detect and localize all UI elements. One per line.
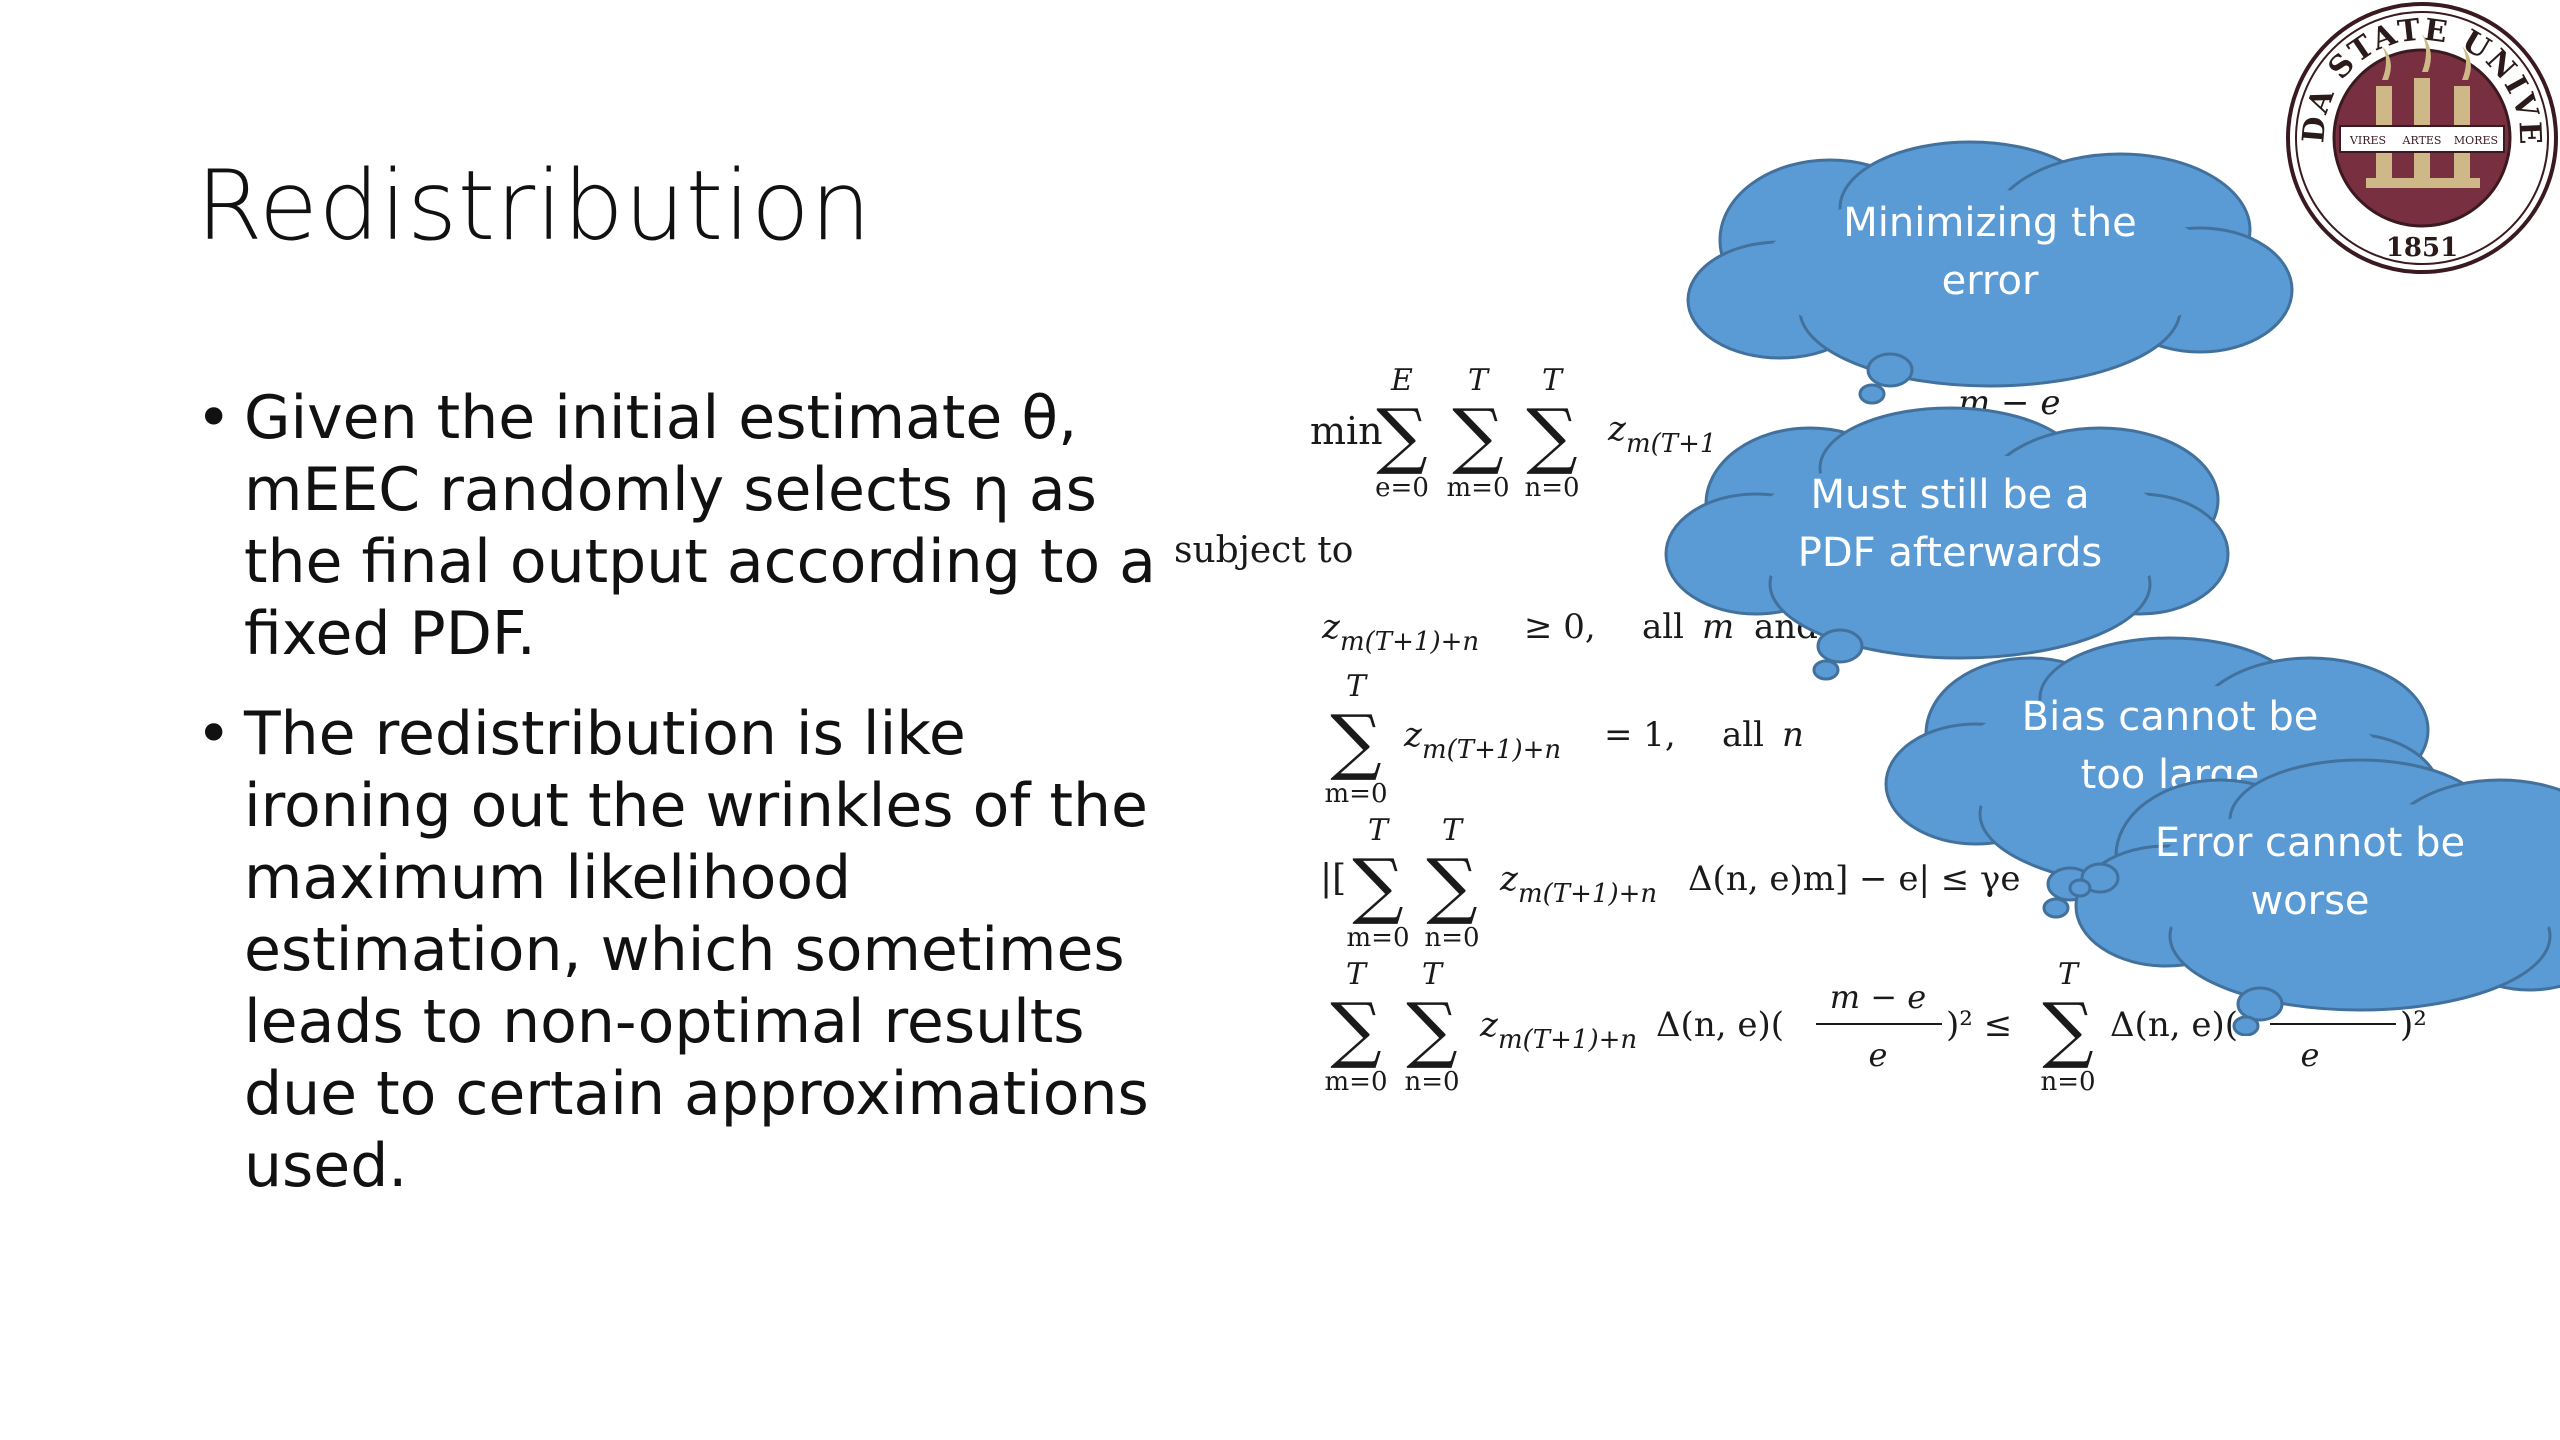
fraction-denominator: e	[1869, 1036, 1888, 1074]
quantifier: all	[1722, 715, 1764, 755]
callout-line: worse	[2250, 878, 2370, 924]
variable-subscript: m(T+1)+n	[1518, 879, 1657, 909]
relation: = 1,	[1604, 715, 1676, 755]
sum-upper-limit: T	[2058, 957, 2080, 992]
callout-line: error	[1941, 258, 2039, 304]
objective-min: min	[1310, 409, 1383, 453]
constraint-bias: |[ T ∑ m=0 T ∑ n=0 z m(T+1)+n Δ(n, e)m] …	[1320, 813, 2020, 953]
delta-term: Δ(n, e)(	[1656, 1005, 1784, 1045]
sum-upper-limit: T	[1368, 813, 1390, 848]
sigma-symbol: ∑	[2042, 987, 2093, 1071]
bullet-list: • Given the initial estimate θ, mEEC ran…	[196, 382, 1176, 1230]
bullet-marker: •	[196, 383, 232, 453]
cloud-shape	[2068, 758, 2560, 1037]
sum-lower-limit: m=0	[1325, 1067, 1388, 1097]
variable-z: z	[1403, 715, 1423, 755]
variable-z: z	[1499, 859, 1519, 899]
sum-upper-limit: E	[1390, 363, 1413, 398]
variable-subscript: m(T+1)+n	[1498, 1025, 1637, 1055]
sum-upper-limit: T	[1468, 363, 1490, 398]
sum-lower-limit: n=0	[1404, 1067, 1459, 1097]
sigma-symbol: ∑	[1352, 843, 1403, 927]
callout-text: Error cannot be worse	[2060, 814, 2560, 930]
sum-lower-limit: n=0	[1424, 923, 1479, 953]
bullet-text: The redistribution is like ironing out t…	[244, 699, 1149, 1201]
bullet-item: • The redistribution is like ironing out…	[196, 698, 1176, 1202]
sigma-symbol: ∑	[1330, 987, 1381, 1071]
constraint-sum-to-one: T ∑ m=0 z m(T+1)+n = 1, all n	[1325, 669, 1804, 809]
constraint-error: T ∑ m=0 T ∑ n=0 z m(T+1)+n Δ(n, e)( m − …	[1325, 957, 2427, 1097]
sum-upper-limit: T	[1442, 813, 1464, 848]
sigma-symbol: ∑	[1426, 843, 1477, 927]
delta-term: Δ(n, e)(	[2110, 1005, 2238, 1045]
sum-lower-limit: m=0	[1447, 473, 1510, 503]
callout-cloud-minimize-error: Minimizing the error	[1680, 140, 2300, 410]
relation: )² ≤	[1946, 1005, 2012, 1045]
sum-lower-limit: e=0	[1375, 473, 1429, 503]
optimization-formula: min E ∑ e=0 T ∑ m=0 T ∑ n=0 z m(T+1 m − …	[1174, 363, 2427, 1097]
callout-line: PDF afterwards	[1797, 530, 2103, 576]
slide-title: Redistribution	[196, 150, 872, 262]
seal-motto-3: MORES	[2454, 134, 2498, 147]
sum-upper-limit: T	[1346, 669, 1368, 704]
sigma-symbol: ∑	[1526, 393, 1577, 477]
variable-subscript: m(T+1	[1626, 429, 1716, 459]
cloud-shape	[1686, 140, 2294, 405]
sigma-symbol: ∑	[1452, 393, 1503, 477]
relation: ≥ 0,	[1524, 607, 1596, 647]
formula-objective: min E ∑ e=0 T ∑ m=0 T ∑ n=0 z m(T+1 m − …	[1310, 363, 2060, 503]
variable-subscript: m(T+1)+n	[1340, 627, 1479, 657]
sum-lower-limit: m=0	[1325, 779, 1388, 809]
fraction-numerator: m − e	[1830, 978, 1926, 1016]
sum-lower-limit: m=0	[1347, 923, 1410, 953]
bullet-text: Given the initial estimate θ, mEEC rando…	[244, 383, 1156, 669]
fraction-denominator: e	[2301, 1036, 2320, 1074]
callout-line: Minimizing the	[1843, 200, 2137, 246]
variable-subscript: m(T+1)+n	[1422, 735, 1561, 765]
variable: m	[1702, 607, 1734, 647]
subject-to-label: subject to	[1174, 530, 1353, 571]
sum-lower-limit: n=0	[2040, 1067, 2095, 1097]
constraint-nonnegative: z m(T+1)+n ≥ 0, all m and	[1321, 607, 1818, 657]
callout-cloud-pdf-afterwards: Must still be a PDF afterwards	[1660, 404, 2240, 684]
bracket: |[	[1320, 858, 1346, 899]
callout-text: Bias cannot be too large	[1880, 688, 2460, 804]
university-seal-logo: FLORIDA STATE UNIVERSITY 1851 VIRES ARTE…	[2284, 2, 2558, 274]
callout-text: Minimizing the error	[1680, 194, 2300, 310]
quantifier: all	[1642, 607, 1684, 647]
cloud-shape	[1664, 406, 2230, 681]
seal-motto-2: ARTES	[2402, 134, 2442, 147]
sum-lower-limit: n=0	[1524, 473, 1579, 503]
sum-upper-limit: T	[1542, 363, 1564, 398]
variable-z: z	[1479, 1005, 1499, 1045]
variable: n	[1782, 715, 1804, 755]
callout-line: Bias cannot be	[2021, 694, 2319, 740]
seal-year: 1851	[2386, 233, 2458, 263]
constraint-body: Δ(n, e)m] − e| ≤ γe	[1688, 859, 2020, 899]
sigma-symbol: ∑	[1330, 699, 1381, 783]
bullet-marker: •	[196, 699, 232, 769]
sum-upper-limit: T	[1346, 957, 1368, 992]
variable-z: z	[1607, 409, 1627, 449]
sigma-symbol: ∑	[1406, 987, 1457, 1071]
callout-line: Error cannot be	[2154, 820, 2466, 866]
seal-motto-1: VIRES	[2349, 134, 2386, 147]
callout-line: Must still be a	[1810, 472, 2090, 518]
sum-upper-limit: T	[1422, 957, 1444, 992]
callout-cloud-error-limit: Error cannot be worse	[2060, 756, 2560, 1037]
variable-z: z	[1321, 607, 1341, 647]
relation: )²	[2400, 1005, 2427, 1045]
sigma-symbol: ∑	[1376, 393, 1427, 477]
callout-text: Must still be a PDF afterwards	[1660, 466, 2240, 582]
bullet-item: • Given the initial estimate θ, mEEC ran…	[196, 382, 1176, 670]
